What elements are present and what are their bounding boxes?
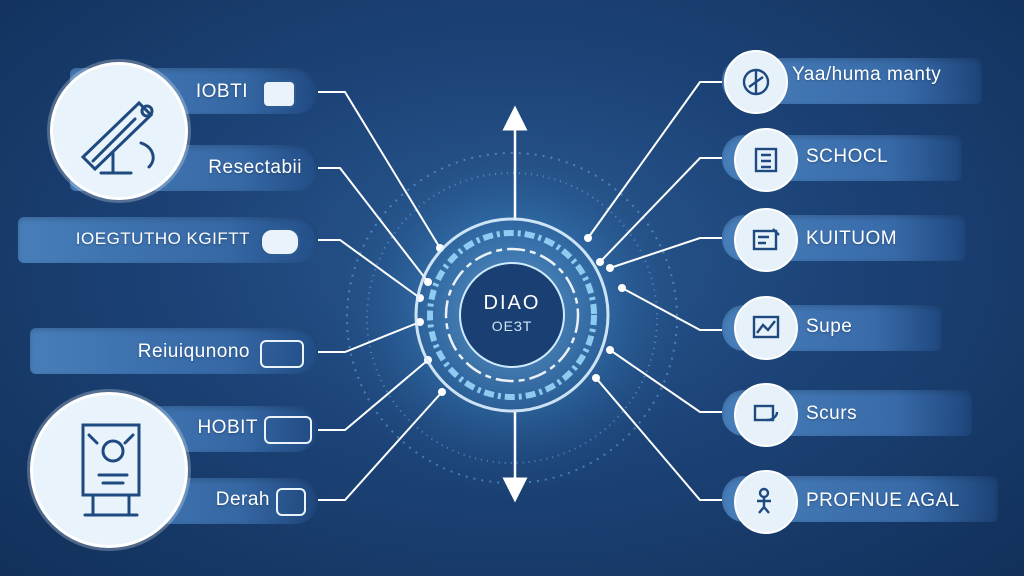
- right-badge-3: [734, 208, 798, 272]
- hand-card-icon: [753, 404, 779, 422]
- hub-subtitle: ОЕЗТ: [491, 318, 533, 334]
- left-label-2: Resectabii: [208, 157, 302, 178]
- connector-left-6-dot: [438, 388, 446, 396]
- connector-right-2-dot: [596, 258, 604, 266]
- connector-left-2-dot: [424, 278, 432, 286]
- hand-icon: [276, 488, 306, 516]
- hub-inner-ring: [444, 247, 580, 383]
- compass-icon: [742, 68, 770, 96]
- left-circle-2: [30, 392, 188, 548]
- gear-box-icon: [260, 228, 300, 256]
- connector-left-3: [318, 239, 421, 299]
- robot-workstation-icon: [81, 423, 141, 517]
- connector-left-4: [318, 321, 421, 353]
- connector-left-1: [318, 91, 441, 249]
- left-label-5: HOBIT: [197, 417, 258, 438]
- right-label-4: Supe: [806, 316, 853, 337]
- book-icon: [264, 416, 312, 444]
- document-pen-icon: [752, 228, 780, 251]
- building-icon: [754, 147, 778, 173]
- connector-left-2: [318, 167, 429, 283]
- connector-right-3: [609, 237, 722, 269]
- left-label-4: Reiuiqunono: [137, 341, 250, 362]
- left-circle-1: [50, 62, 188, 200]
- left-label-1: IOBTI: [195, 81, 248, 102]
- right-label-6: PROFNUE AGAL: [806, 490, 960, 511]
- right-badge-6: [734, 470, 798, 534]
- connector-right-1: [587, 81, 722, 239]
- right-label-5: Scurs: [806, 403, 858, 424]
- connector-right-6: [595, 377, 722, 501]
- right-label-2: SCHOCL: [806, 146, 889, 167]
- connector-right-5-dot: [606, 346, 614, 354]
- people-gear-icon: [260, 340, 304, 368]
- hub-outer-ring: [414, 217, 610, 413]
- right-badge-2: [734, 128, 798, 192]
- right-badge-4: [734, 296, 798, 360]
- connector-right-5: [609, 349, 722, 413]
- hub-circuit-ring: [427, 230, 597, 400]
- hub-dots-ring-2: [366, 172, 658, 464]
- connector-left-6: [318, 391, 443, 501]
- connector-left-4-dot: [416, 318, 424, 326]
- connector-left-5: [318, 359, 429, 431]
- left-label-3: IOEGTUTHO KGIFTT: [75, 229, 250, 248]
- right-badge-1: [724, 50, 788, 114]
- connector-right-4-dot: [618, 284, 626, 292]
- connector-right-6-dot: [592, 374, 600, 382]
- right-label-3: KUITUOM: [806, 228, 898, 249]
- hub-core: [459, 262, 565, 368]
- connector-right-2: [599, 157, 722, 263]
- left-label-6: Derah: [215, 489, 270, 510]
- connector-right-3-dot: [606, 264, 614, 272]
- hub-title: DIAO: [483, 292, 541, 314]
- person-lift-icon: [757, 487, 771, 514]
- connector-right-1-dot: [584, 234, 592, 242]
- connector-right-4: [621, 287, 722, 331]
- right-badge-5: [734, 383, 798, 447]
- chart-screen-icon: [752, 315, 780, 339]
- microscope-icon: [80, 100, 155, 175]
- chess-pieces-icon: [262, 80, 296, 108]
- right-label-1: Yaa/huma manty: [792, 64, 942, 85]
